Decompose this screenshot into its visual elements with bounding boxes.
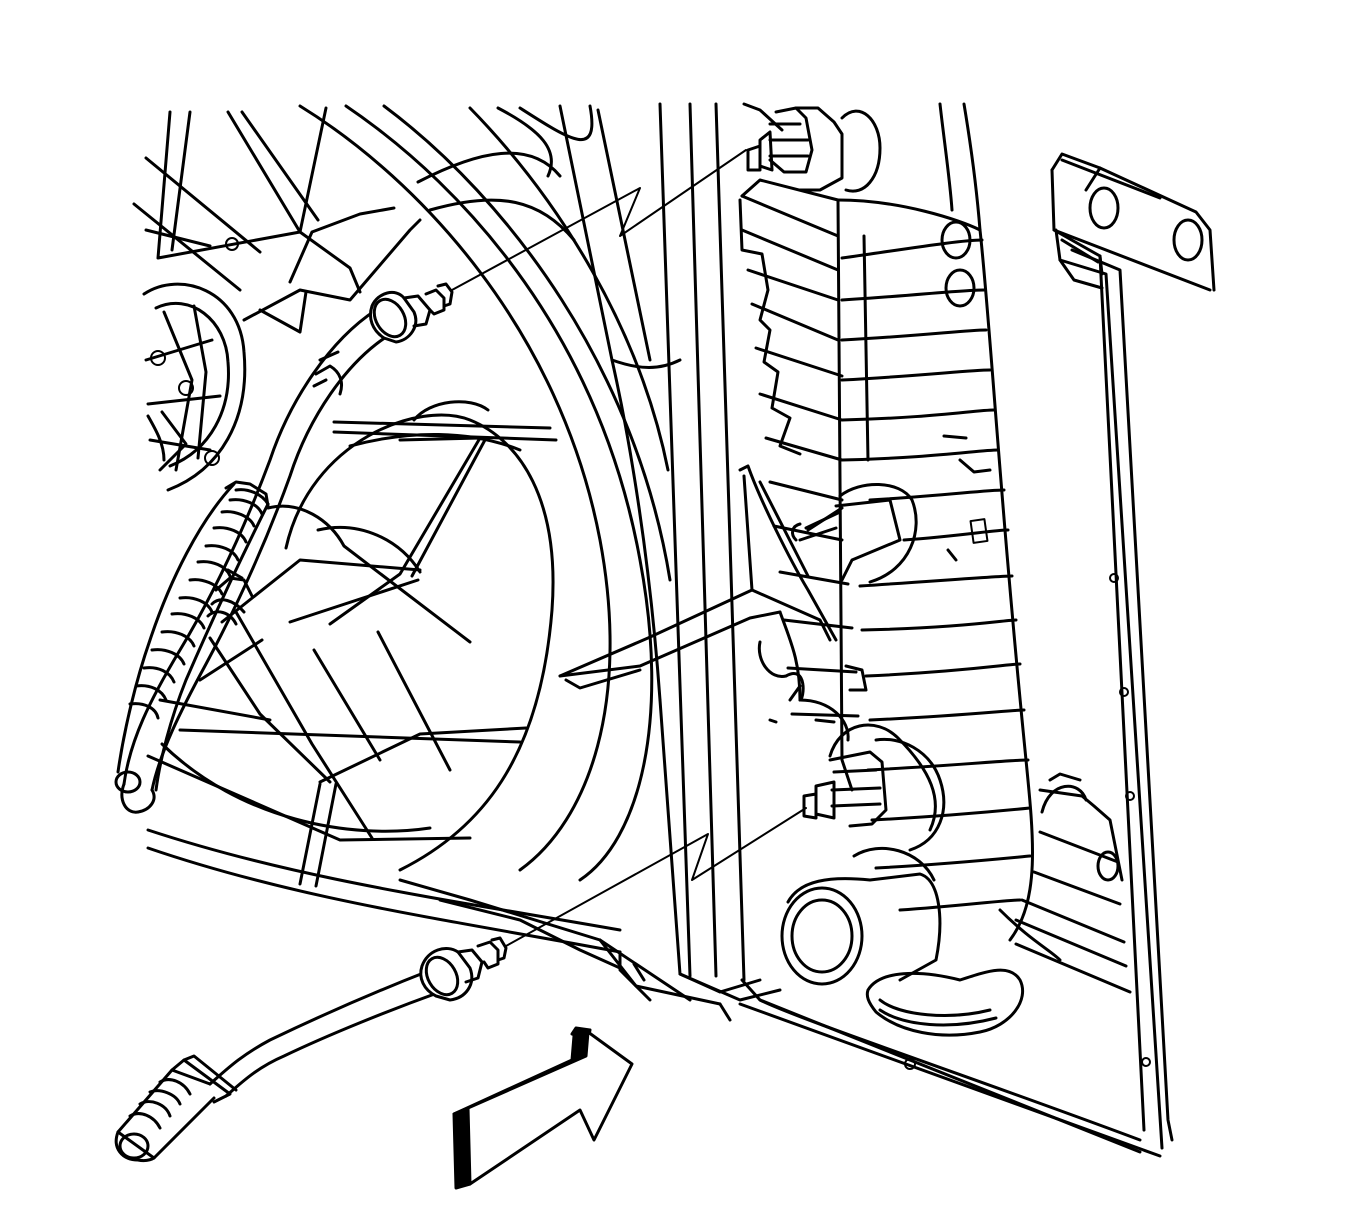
radiator-outlet-neck	[780, 847, 1025, 1037]
lower-cooler-fitting	[802, 723, 946, 852]
upper-callout-leader	[451, 149, 747, 291]
lower-transmission-cooler-line	[114, 936, 508, 1163]
cooling-fan-shroud	[132, 104, 732, 1022]
shroud-bracket	[558, 464, 868, 742]
lower-callout-leader	[505, 807, 807, 947]
radiator	[558, 102, 1216, 1158]
upper-transmission-cooler-line	[114, 282, 454, 814]
upper-cooler-fitting	[746, 106, 882, 193]
direction-arrow-icon	[452, 1026, 634, 1190]
